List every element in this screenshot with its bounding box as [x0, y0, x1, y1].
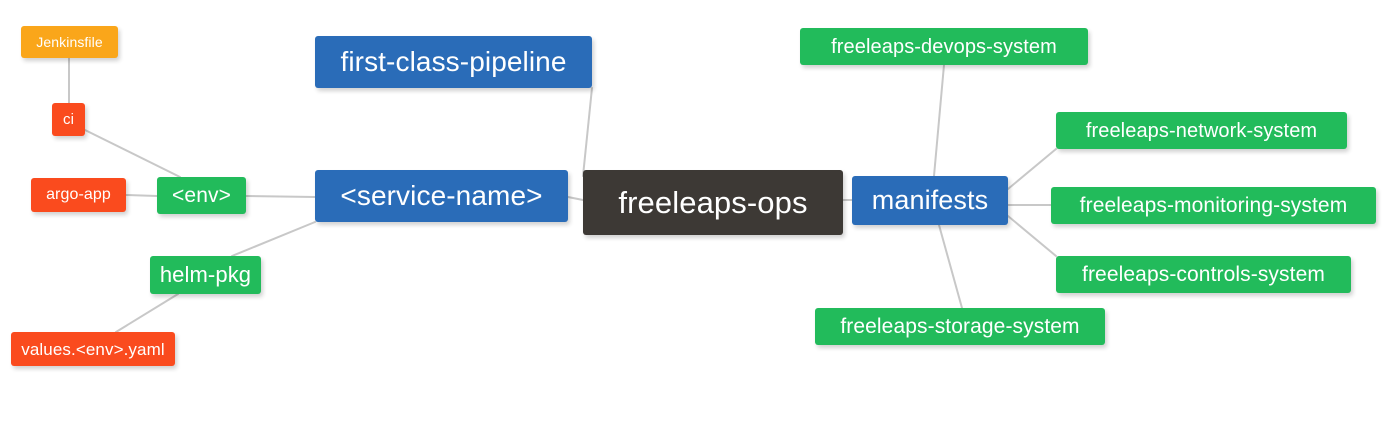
node-root-label: freeleaps-ops — [618, 185, 808, 220]
edge-service-helm — [231, 221, 316, 257]
node-service-name[interactable]: <service-name> — [315, 170, 568, 222]
node-ci-label: ci — [62, 111, 75, 128]
edge-service-env — [245, 195, 316, 198]
node-freeleaps-network-system-label: freeleaps-network-system — [1085, 119, 1318, 142]
node-helm-pkg-label: helm-pkg — [159, 262, 252, 287]
node-env[interactable]: <env> — [157, 177, 246, 214]
node-first-class-pipeline-label: first-class-pipeline — [340, 46, 567, 77]
node-manifests[interactable]: manifests — [852, 176, 1008, 225]
node-freeleaps-storage-system-label: freeleaps-storage-system — [840, 315, 1080, 338]
edge-manifests-network — [1007, 148, 1057, 190]
node-jenkinsfile[interactable]: Jenkinsfile — [21, 26, 118, 58]
edge-root-pipeline — [582, 87, 593, 177]
node-service-name-label: <service-name> — [340, 180, 543, 211]
node-freeleaps-controls-system-label: freeleaps-controls-system — [1082, 263, 1325, 286]
edge-manifests-controls — [1007, 215, 1057, 257]
node-jenkinsfile-label: Jenkinsfile — [36, 34, 103, 50]
node-ci[interactable]: ci — [52, 103, 85, 136]
node-first-class-pipeline[interactable]: first-class-pipeline — [315, 36, 592, 88]
node-freeleaps-monitoring-system[interactable]: freeleaps-monitoring-system — [1051, 187, 1376, 224]
node-env-label: <env> — [172, 184, 231, 207]
edge-manifests-storage — [938, 224, 963, 309]
node-freeleaps-monitoring-system-label: freeleaps-monitoring-system — [1079, 194, 1348, 217]
node-argo-app-label: argo-app — [46, 186, 111, 203]
node-freeleaps-storage-system[interactable]: freeleaps-storage-system — [815, 308, 1105, 345]
node-helm-pkg[interactable]: helm-pkg — [150, 256, 261, 294]
node-values-yaml[interactable]: values.<env>.yaml — [11, 332, 175, 366]
edge-manifests-devops — [933, 64, 945, 177]
node-values-yaml-label: values.<env>.yaml — [21, 339, 165, 359]
node-argo-app[interactable]: argo-app — [31, 178, 126, 212]
node-freeleaps-devops-system[interactable]: freeleaps-devops-system — [800, 28, 1088, 65]
edge-env-argo_app — [125, 194, 158, 197]
edge-env-ci — [84, 129, 181, 178]
node-freeleaps-network-system[interactable]: freeleaps-network-system — [1056, 112, 1347, 149]
node-freeleaps-controls-system[interactable]: freeleaps-controls-system — [1056, 256, 1351, 293]
node-freeleaps-devops-system-label: freeleaps-devops-system — [831, 35, 1057, 58]
edge-root-service — [567, 196, 584, 201]
node-manifests-label: manifests — [871, 185, 989, 215]
node-root-freeleaps-ops[interactable]: freeleaps-ops — [583, 170, 843, 235]
edge-helm-values — [115, 293, 179, 333]
